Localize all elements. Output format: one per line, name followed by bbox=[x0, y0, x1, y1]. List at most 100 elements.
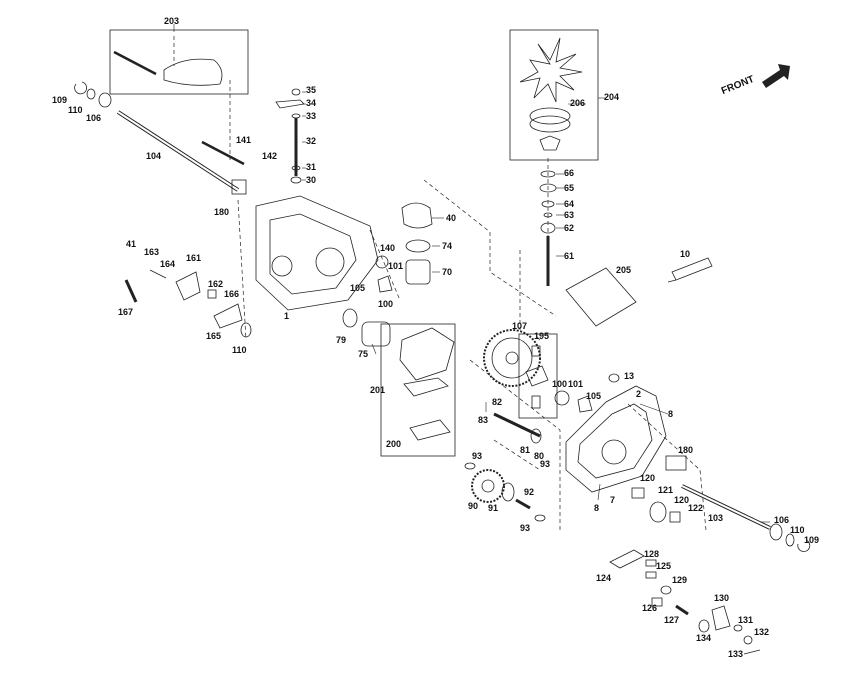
bracket-200a bbox=[403, 377, 449, 397]
callout-206: 206 bbox=[570, 98, 586, 108]
callout-131: 131 bbox=[738, 615, 754, 625]
callout-165: 165 bbox=[206, 331, 222, 341]
gear-75 bbox=[361, 321, 391, 347]
washer-110c bbox=[785, 533, 795, 547]
part-74 bbox=[405, 239, 431, 253]
axle-104 bbox=[116, 110, 240, 192]
callout-163: 163 bbox=[144, 247, 160, 257]
callout-10: 10 bbox=[680, 249, 691, 259]
callout-93b: 93 bbox=[540, 459, 551, 469]
callout-2: 2 bbox=[636, 389, 642, 399]
ring-109 bbox=[74, 81, 88, 95]
callout-180b: 180 bbox=[678, 445, 694, 455]
box-204 bbox=[509, 29, 599, 161]
callout-134: 134 bbox=[696, 633, 712, 643]
callout-109b: 109 bbox=[804, 535, 820, 545]
cover-203 bbox=[163, 58, 223, 86]
part-134 bbox=[698, 619, 710, 633]
callout-8a: 8 bbox=[668, 409, 674, 419]
callout-122: 122 bbox=[688, 503, 704, 513]
callout-161: 161 bbox=[186, 253, 202, 263]
callout-180: 180 bbox=[214, 207, 230, 217]
bearing-106b bbox=[769, 523, 783, 541]
plug-13 bbox=[608, 373, 620, 383]
callout-166: 166 bbox=[224, 289, 240, 299]
callout-100: 100 bbox=[378, 299, 394, 309]
callout-106: 106 bbox=[86, 113, 102, 123]
block-201 bbox=[399, 327, 455, 381]
bolt-162 bbox=[207, 289, 217, 299]
callout-80: 80 bbox=[534, 451, 545, 461]
pin-125 bbox=[645, 571, 657, 579]
spring-129 bbox=[660, 585, 672, 595]
callout-130: 130 bbox=[714, 593, 730, 603]
callout-13: 13 bbox=[624, 371, 635, 381]
callout-93a: 93 bbox=[472, 451, 483, 461]
callout-101: 101 bbox=[388, 261, 404, 271]
callout-101b: 101 bbox=[568, 379, 584, 389]
ring-66 bbox=[540, 170, 556, 178]
bolt-127 bbox=[675, 604, 689, 616]
bracket-180b bbox=[665, 455, 687, 471]
box-201 bbox=[380, 323, 456, 457]
arm-130 bbox=[711, 605, 731, 631]
plate-161 bbox=[175, 271, 201, 301]
callout-126: 126 bbox=[642, 603, 658, 613]
callout-35: 35 bbox=[306, 85, 317, 95]
bearing-106 bbox=[98, 92, 112, 108]
front-arrow-icon bbox=[762, 64, 790, 88]
callout-31: 31 bbox=[306, 162, 317, 172]
pin-133 bbox=[743, 649, 761, 655]
arm-34 bbox=[275, 99, 305, 109]
pulley-206 bbox=[529, 107, 571, 125]
callout-32: 32 bbox=[306, 136, 317, 146]
gear-101a bbox=[375, 255, 389, 269]
callout-81: 81 bbox=[520, 445, 531, 455]
part-120b bbox=[669, 511, 681, 523]
callout-204: 204 bbox=[604, 92, 620, 102]
callout-93c: 93 bbox=[520, 523, 531, 533]
part-120a bbox=[631, 487, 645, 499]
callout-92: 92 bbox=[524, 487, 535, 497]
callout-164: 164 bbox=[160, 259, 176, 269]
washer-93c bbox=[534, 514, 546, 522]
washer-64 bbox=[541, 200, 555, 208]
pin-92 bbox=[515, 498, 531, 510]
callout-70: 70 bbox=[442, 267, 453, 277]
callout-105: 105 bbox=[350, 283, 366, 293]
bracket-124 bbox=[609, 549, 645, 569]
part-70 bbox=[405, 259, 431, 285]
callout-132: 132 bbox=[754, 627, 770, 637]
callout-110: 110 bbox=[68, 105, 83, 115]
bearing-62 bbox=[540, 222, 556, 234]
callout-91: 91 bbox=[488, 503, 499, 513]
box-195 bbox=[518, 333, 558, 419]
gear-81 bbox=[530, 428, 542, 444]
callout-33: 33 bbox=[306, 111, 317, 121]
callout-79: 79 bbox=[336, 335, 347, 345]
callout-133: 133 bbox=[728, 649, 744, 659]
part-40 bbox=[401, 202, 433, 229]
part-126 bbox=[651, 597, 663, 607]
callout-103: 103 bbox=[708, 513, 724, 523]
housing-2 bbox=[565, 385, 667, 493]
callout-90: 90 bbox=[468, 501, 479, 511]
callout-195: 195 bbox=[534, 331, 550, 341]
pin-195b bbox=[531, 395, 541, 409]
callout-110c: 110 bbox=[790, 525, 805, 535]
shaft-82 bbox=[493, 412, 541, 438]
callout-66: 66 bbox=[564, 168, 575, 178]
gear-91 bbox=[501, 482, 515, 502]
ring-109b bbox=[797, 539, 811, 552]
callout-127: 127 bbox=[664, 615, 680, 625]
washer-93a bbox=[464, 462, 476, 470]
housing-1 bbox=[255, 195, 379, 311]
callout-75: 75 bbox=[358, 349, 369, 359]
seal-30 bbox=[290, 176, 302, 184]
callout-82: 82 bbox=[492, 397, 503, 407]
bag-205 bbox=[565, 267, 637, 327]
callout-62: 62 bbox=[564, 223, 575, 233]
bracket-180 bbox=[231, 179, 247, 195]
callout-100b: 100 bbox=[552, 379, 568, 389]
